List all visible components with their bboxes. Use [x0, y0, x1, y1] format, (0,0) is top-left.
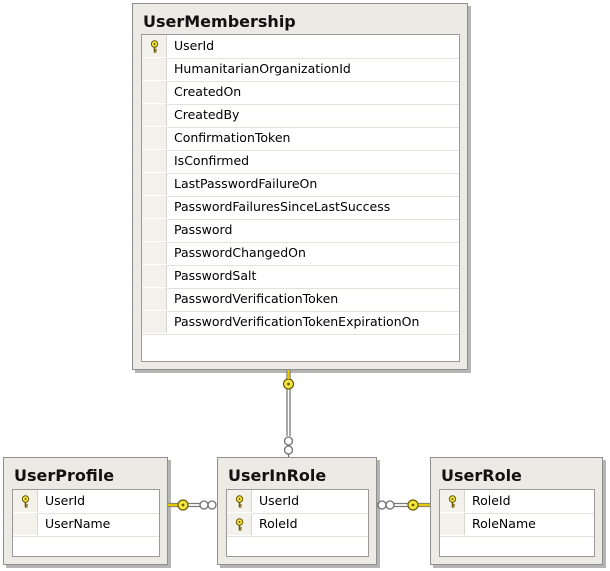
row-selector	[13, 490, 38, 512]
table-user-profile[interactable]: UserProfile UserId UserName	[3, 457, 168, 565]
row-selector	[142, 311, 167, 333]
primary-key-icon	[150, 39, 158, 53]
column-name: UserId	[174, 38, 215, 53]
table-title: UserInRole	[228, 466, 327, 485]
primary-key-icon	[235, 517, 243, 531]
column-name: LastPasswordFailureOn	[174, 176, 318, 191]
row-selector	[142, 265, 167, 287]
column-grid: UserId RoleId	[226, 489, 369, 557]
column-name: PasswordVerificationTokenExpirationOn	[174, 314, 420, 329]
column-row[interactable]: RoleId	[440, 490, 594, 514]
column-name: PasswordChangedOn	[174, 245, 306, 260]
column-row[interactable]: CreatedBy	[142, 104, 459, 128]
row-selector	[142, 81, 167, 103]
one-end-key-icon	[282, 370, 295, 390]
column-name: IsConfirmed	[174, 153, 250, 168]
primary-key-icon	[448, 494, 456, 508]
column-row[interactable]: CreatedOn	[142, 81, 459, 105]
relationship-membership-inrole[interactable]	[282, 370, 295, 457]
table-title: UserRole	[441, 466, 522, 485]
column-row[interactable]: UserId	[227, 490, 368, 514]
column-row[interactable]: UserId	[13, 490, 159, 514]
column-row[interactable]: PasswordFailuresSinceLastSuccess	[142, 196, 459, 220]
column-name: UserId	[45, 493, 86, 508]
column-name: PasswordVerificationToken	[174, 291, 339, 306]
table-user-membership[interactable]: UserMembership UserId HumanitarianOrgani…	[132, 3, 468, 370]
row-selector	[142, 196, 167, 218]
row-selector	[227, 513, 252, 535]
column-row[interactable]: Password	[142, 219, 459, 243]
relationship-profile-inrole[interactable]	[168, 499, 217, 511]
column-name: CreatedOn	[174, 84, 242, 99]
column-row[interactable]: PasswordChangedOn	[142, 242, 459, 266]
column-name: RoleId	[472, 493, 511, 508]
one-end-key-icon	[168, 499, 189, 511]
row-selector	[142, 219, 167, 241]
column-grid: RoleId RoleName	[439, 489, 595, 557]
column-row[interactable]: HumanitarianOrganizationId	[142, 58, 459, 82]
column-row[interactable]: LastPasswordFailureOn	[142, 173, 459, 197]
column-row[interactable]: RoleName	[440, 513, 594, 537]
table-user-role[interactable]: UserRole RoleId RoleName	[430, 457, 603, 565]
many-end-infinity-icon	[199, 500, 217, 510]
column-row[interactable]: UserName	[13, 513, 159, 537]
column-name: ConfirmationToken	[174, 130, 291, 145]
many-end-infinity-icon	[283, 436, 294, 457]
row-selector	[142, 58, 167, 80]
row-selector	[13, 513, 38, 535]
column-row[interactable]: ConfirmationToken	[142, 127, 459, 151]
column-row[interactable]: IsConfirmed	[142, 150, 459, 174]
column-name: UserName	[45, 516, 111, 531]
column-row[interactable]: PasswordVerificationTokenExpirationOn	[142, 311, 459, 335]
row-selector	[142, 242, 167, 264]
column-row[interactable]: PasswordSalt	[142, 265, 459, 289]
column-row[interactable]: PasswordVerificationToken	[142, 288, 459, 312]
one-end-key-icon	[407, 499, 430, 511]
column-name: CreatedBy	[174, 107, 240, 122]
relationship-role-inrole[interactable]	[377, 499, 430, 511]
many-end-infinity-icon	[377, 500, 395, 510]
column-name: PasswordFailuresSinceLastSuccess	[174, 199, 391, 214]
column-name: RoleId	[259, 516, 298, 531]
column-grid: UserId HumanitarianOrganizationId Create…	[141, 34, 460, 362]
row-selector	[440, 490, 465, 512]
row-selector	[142, 173, 167, 195]
row-selector	[142, 150, 167, 172]
table-title: UserMembership	[143, 12, 296, 31]
primary-key-icon	[21, 494, 29, 508]
column-name: Password	[174, 222, 233, 237]
row-selector	[142, 35, 167, 57]
column-row[interactable]: UserId	[142, 35, 459, 59]
row-selector	[142, 288, 167, 310]
table-title: UserProfile	[14, 466, 115, 485]
primary-key-icon	[235, 494, 243, 508]
row-selector	[440, 513, 465, 535]
row-selector	[142, 104, 167, 126]
column-row[interactable]: RoleId	[227, 513, 368, 537]
column-name: RoleName	[472, 516, 536, 531]
column-name: HumanitarianOrganizationId	[174, 61, 351, 76]
column-name: UserId	[259, 493, 300, 508]
row-selector	[142, 127, 167, 149]
column-name: PasswordSalt	[174, 268, 257, 283]
table-user-in-role[interactable]: UserInRole UserId RoleId	[217, 457, 377, 565]
row-selector	[227, 490, 252, 512]
column-grid: UserId UserName	[12, 489, 160, 557]
